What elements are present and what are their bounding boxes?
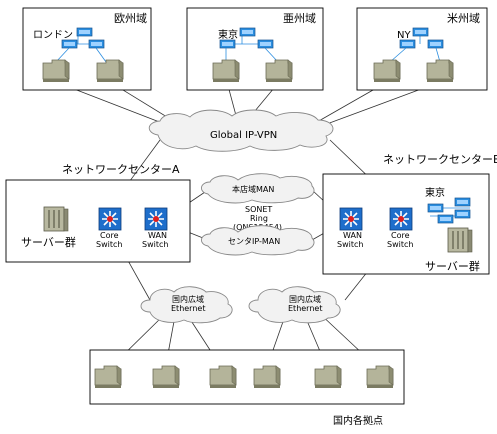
region-asia-label: 亜州域 [283,12,316,25]
sonet-label-1: SONET [245,205,272,214]
wan-switch-a-label-1: WAN [148,231,167,240]
global-vpn-cloud [148,109,334,152]
core-switch-a-label-2: Switch [96,240,122,249]
pc-icon [88,39,105,49]
pc-icon [61,39,78,49]
domestic-hub-icon [152,365,180,389]
ethernet-1-label-2: Ethernet [171,304,205,313]
pc-icon [219,39,236,49]
domestic-label: 国内各拠点 [333,414,383,427]
core-switch-b-label-1: Core [391,231,410,240]
wan-switch-b-label-1: WAN [343,231,362,240]
city-ny-label: NY [397,30,411,41]
city-tokyo-b-label: 東京 [425,186,445,199]
domestic-hub-icon [366,365,394,389]
vpn-label: Global IP-VPN [210,130,277,141]
pc-icon [454,209,471,219]
ethernet-2-label-2: Ethernet [288,304,322,313]
asia-hub-icon [265,59,293,83]
core-switch-a-icon [98,207,122,231]
core-switch-b-label-2: Switch [387,240,413,249]
ethernet-cloud-1 [140,286,233,324]
main-man-cloud [201,173,315,204]
server-rack-icon [43,206,69,232]
pc-icon [239,27,256,37]
wan-switch-a-icon [144,207,168,231]
pc-icon [454,197,471,207]
center-b-servers-label: サーバー群 [425,259,480,273]
domestic-hub-icon [314,365,342,389]
core-switch-a-label-1: Core [100,231,119,240]
sonet-label-2: Ring [250,214,268,223]
europe-hub-icon [42,59,70,83]
pc-icon [399,39,416,49]
domestic-hub-icon [253,365,281,389]
pc-icon [412,27,429,37]
pc-icon [257,39,274,49]
america-hub-icon [373,59,401,83]
domestic-sites-box [89,349,405,405]
wan-switch-b-icon [339,207,363,231]
center-b-title: ネットワークセンターB [383,153,497,166]
america-hub-icon [426,59,454,83]
center-a-servers-label: サーバー群 [21,235,76,249]
city-london-label: ロンドン [33,30,73,41]
region-america-label: 米州域 [447,12,480,25]
domestic-hub-icon [94,365,122,389]
region-asia-box [186,7,324,91]
ethernet-2-label-1: 国内広域 [289,294,321,304]
center-man-label: センタIP-MAN [228,237,280,246]
pc-icon [76,27,93,37]
server-rack-icon [447,227,473,253]
ethernet-cloud-2 [248,286,341,324]
wan-switch-b-label-2: Switch [337,240,363,249]
domestic-hub-icon [209,365,237,389]
main-man-label: 本店域MAN [232,184,274,194]
region-europe-label: 欧州域 [114,12,147,25]
pc-icon [427,39,444,49]
center-man-cloud [201,225,315,256]
center-a-title: ネットワークセンターA [62,163,180,176]
pc-icon [427,203,444,213]
pc-icon [437,214,454,224]
city-tokyo-label: 東京 [218,28,238,41]
asia-hub-icon [212,59,240,83]
center-b-pc-icons [427,197,471,224]
core-switch-b-icon [389,207,413,231]
ethernet-1-label-1: 国内広域 [172,294,204,304]
wan-switch-a-label-2: Switch [142,240,168,249]
europe-hub-icon [96,59,124,83]
